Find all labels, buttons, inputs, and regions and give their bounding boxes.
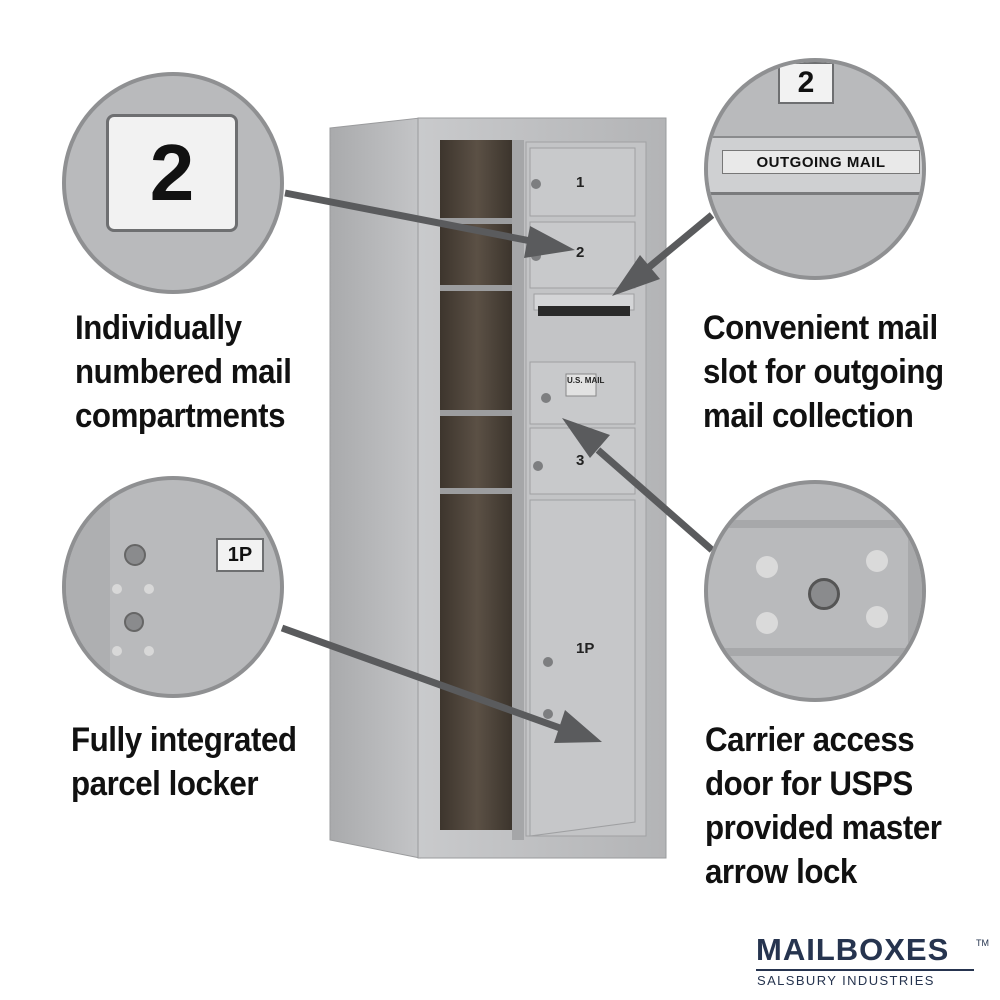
door-label-1: 1 xyxy=(576,174,585,191)
parcel-badge-text: 1P xyxy=(227,543,253,566)
open-compartment-interior xyxy=(440,140,514,830)
brand-logo: MAILBOXES xyxy=(756,932,950,967)
compartment-door-1 xyxy=(529,147,636,217)
caption-carrier: Carrier access door for USPS provided ma… xyxy=(705,721,942,891)
outgoing-mail-label: OUTGOING MAIL xyxy=(722,150,920,174)
brand-subtitle: SALSBURY INDUSTRIES xyxy=(757,973,935,988)
door-label-2: 2 xyxy=(576,244,585,261)
callout-circle-parcel: 1P xyxy=(62,476,284,698)
outgoing-badge: 2 xyxy=(778,62,834,104)
master-arrow-lock-icon xyxy=(808,578,840,610)
callout-circle-outgoing: 2 OUTGOING MAIL xyxy=(704,58,926,280)
compartment-door-2 xyxy=(529,221,636,289)
door-label-1p: 1P xyxy=(576,640,595,657)
number-badge-text: 2 xyxy=(149,128,195,217)
brand-tm: TM xyxy=(976,938,989,948)
parcel-badge: 1P xyxy=(216,538,264,572)
lock-icon xyxy=(124,612,144,632)
door-label-3: 3 xyxy=(576,452,585,469)
caption-outgoing: Convenient mail slot for outgoing mail c… xyxy=(703,309,944,435)
callout-circle-numbered: 2 xyxy=(62,72,284,294)
caption-numbered: Individually numbered mail compartments xyxy=(75,309,292,435)
callout-circle-carrier xyxy=(704,480,926,702)
outgoing-mail-label-text: OUTGOING MAIL xyxy=(756,153,886,171)
number-badge: 2 xyxy=(106,114,238,232)
lock-icon xyxy=(124,544,146,566)
caption-parcel: Fully integrated parcel locker xyxy=(71,721,297,803)
outgoing-badge-text: 2 xyxy=(797,66,815,99)
usps-plate-label: U.S. MAIL xyxy=(567,376,605,385)
outgoing-slot-flap: OUTGOING MAIL xyxy=(708,136,922,195)
parcel-locker-door xyxy=(529,499,636,837)
brand-divider xyxy=(756,969,974,971)
